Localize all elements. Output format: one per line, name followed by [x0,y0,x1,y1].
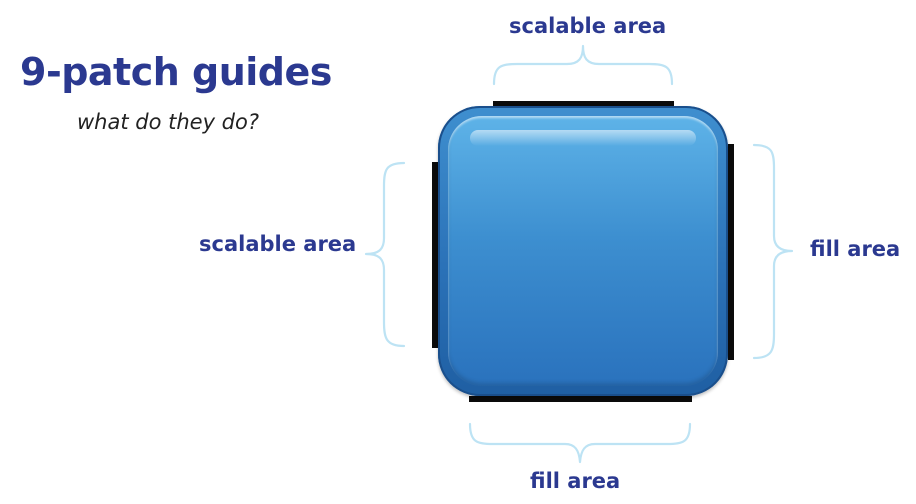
bottom-guide-bar [469,396,692,402]
tile-face [448,116,718,386]
page-subtitle: what do they do? [77,110,260,134]
left-brace-icon [364,161,406,348]
right-guide-bar [728,144,734,360]
blue-button-tile [438,106,728,396]
scalable-area-top-label: scalable area [509,14,667,38]
tile-gloss [470,130,696,146]
scalable-area-left-label: scalable area [199,232,357,256]
bottom-brace-icon [468,422,692,464]
top-brace-icon [492,44,674,86]
fill-area-right-label: fill area [810,237,901,261]
top-guide-bar [493,101,674,107]
left-guide-bar [432,162,438,348]
right-brace-icon [752,143,794,360]
fill-area-bottom-label: fill area [530,469,621,493]
page-title: 9-patch guides [20,50,332,94]
